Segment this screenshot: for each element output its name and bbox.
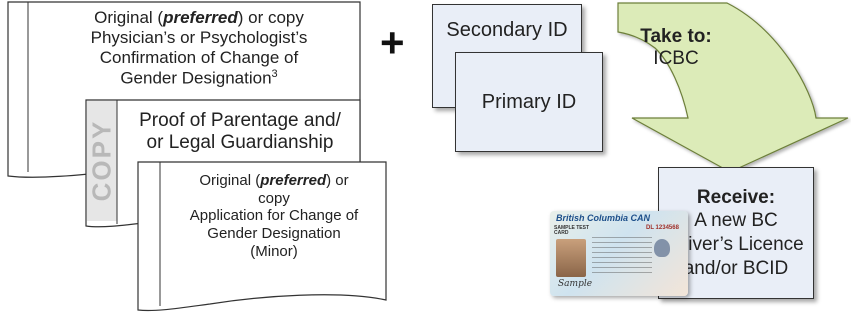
- curved-arrow: [617, 2, 849, 173]
- card-photo: [556, 239, 586, 277]
- copy-stamp: COPY: [86, 119, 117, 201]
- sample-licence-card: British Columbia CAN SAMPLE TEST CARD DL…: [550, 211, 688, 296]
- card-header: British Columbia CAN: [556, 213, 651, 223]
- document-3-line-2: copy: [258, 189, 290, 207]
- take-to-text: Take to: ICBC: [636, 26, 716, 71]
- document-3-line-1: Original (preferred) or: [199, 172, 349, 189]
- receive-label: Receive:: [696, 186, 776, 208]
- document-3-line-4: Gender Designation: [207, 225, 341, 243]
- document-1-line-2: Physician’s or Psychologist’s: [90, 28, 308, 48]
- document-1-text: Original (preferred) or copy Physician’s…: [40, 8, 358, 89]
- document-1-line-1: Original (preferred) or copy: [94, 8, 304, 27]
- card-emblem: [654, 239, 670, 257]
- document-2-line-2: or Legal Guardianship: [146, 132, 334, 154]
- take-to-place: ICBC: [653, 48, 699, 70]
- primary-id-label: Primary ID: [481, 90, 577, 113]
- document-3-line-3: Application for Change of: [189, 207, 359, 225]
- card-signature: Sample: [558, 279, 593, 289]
- document-1-line-3: Confirmation of Change of: [99, 48, 299, 68]
- document-2-line-1: Proof of Parentage and/: [139, 110, 341, 131]
- plus-sign: +: [380, 19, 405, 66]
- receive-line-3: and/or BCID: [683, 257, 789, 279]
- card-text-lines: [592, 237, 652, 277]
- document-3-shape: [137, 161, 387, 312]
- document-2-text: Proof of Parentage and/ or Legal Guardia…: [120, 110, 360, 155]
- receive-line-2: Driver’s Licence: [668, 234, 804, 255]
- primary-id-box: Primary ID: [455, 52, 603, 152]
- card-type: SAMPLE TEST CARD: [554, 225, 590, 236]
- document-3-line-5: (Minor): [250, 242, 298, 260]
- card-number: DL 1234568: [646, 225, 679, 231]
- take-to-label: Take to:: [640, 26, 712, 47]
- document-1-line-4: Gender Designation3: [120, 68, 278, 88]
- document-3-text: Original (preferred) or copy Application…: [164, 172, 384, 260]
- receive-line-1: A new BC: [694, 210, 778, 232]
- secondary-id-label: Secondary ID: [446, 19, 568, 41]
